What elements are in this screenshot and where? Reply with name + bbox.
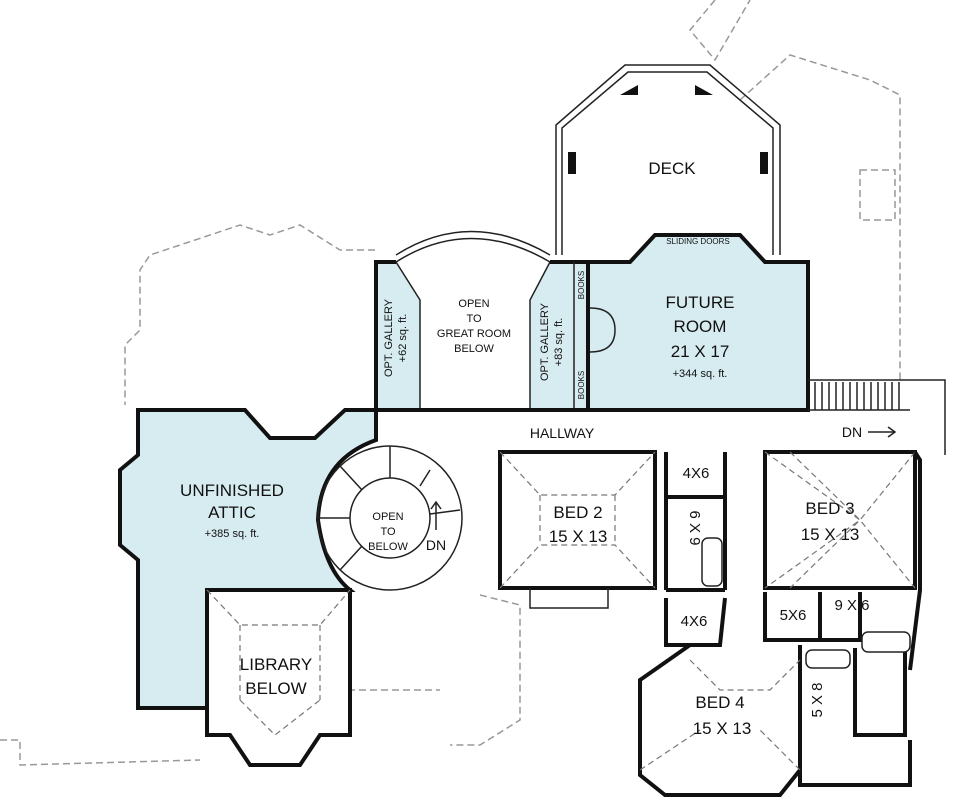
library-label-2: BELOW	[245, 679, 306, 698]
attic-label-2: ATTIC	[208, 503, 256, 522]
bed-2-size: 15 X 13	[549, 527, 608, 546]
galleries: BOOKS BOOKS OPT. GALLERY +62 sq. ft. OPT…	[374, 230, 590, 411]
future-room-label-2: ROOM	[674, 317, 727, 336]
future-room-size: 21 X 17	[671, 342, 730, 361]
open-great-room-label-4: BELOW	[454, 343, 494, 355]
future-room-label: FUTURE	[666, 293, 735, 312]
center-baths: 4X6 6 X 9 4X6	[664, 452, 727, 647]
open-great-room-label-2: TO	[466, 313, 482, 325]
bed-4: BED 4 15 X 13	[638, 643, 802, 797]
closet-4x6-bottom-label: 4X6	[681, 613, 708, 630]
deck-label: DECK	[648, 159, 696, 178]
bed-4-size: 15 X 13	[693, 719, 752, 738]
bed-2-label: BED 2	[553, 503, 602, 522]
bed-3-size: 15 X 13	[801, 525, 860, 544]
hallway-label: HALLWAY	[530, 425, 595, 441]
sliding-doors-label: SLIDING DOORS	[666, 237, 730, 246]
bed-2: BED 2 15 X 13	[498, 450, 657, 609]
bath-6x9-label: 6 X 9	[686, 510, 703, 545]
open-great-room-label: OPEN	[458, 298, 489, 310]
bed-4-label: BED 4	[695, 693, 744, 712]
right-baths: 5X6 9 X 6 5 X 8	[763, 592, 911, 737]
hallway: HALLWAY DN	[530, 379, 946, 455]
library-label: LIBRARY	[240, 655, 312, 674]
open-great-room-label-3: GREAT ROOM	[437, 328, 511, 340]
future-room: SLIDING DOORS FUTURE ROOM 21 X 17 +344 s…	[586, 233, 810, 412]
stair-open-label-2: TO	[380, 526, 396, 538]
exterior-walls	[376, 408, 922, 787]
stair-open-label: OPEN	[372, 511, 403, 523]
closet-4x6-top-label: 4X6	[683, 465, 710, 482]
deck: DECK	[555, 64, 781, 255]
gallery-right-label: OPT. GALLERY	[539, 302, 551, 381]
books-bottom-label: BOOKS	[577, 371, 586, 399]
library-below: LIBRARY BELOW	[205, 588, 352, 767]
attic-area: +385 sq. ft.	[205, 528, 260, 540]
future-room-area: +344 sq. ft.	[673, 368, 728, 380]
spiral-stair: OPEN TO BELOW DN	[317, 445, 463, 591]
bath-5x8-label: 5 X 8	[809, 682, 826, 717]
gallery-right-area: +83 sq. ft.	[553, 318, 565, 367]
attic-label: UNFINISHED	[180, 481, 284, 500]
stair-open-label-3: BELOW	[368, 541, 408, 553]
dn-hall-label: DN	[842, 424, 862, 440]
dn-stair-label: DN	[426, 537, 446, 553]
exterior-stairs	[814, 382, 900, 410]
gallery-left-label: OPT. GALLERY	[383, 298, 395, 377]
bed-3-label: BED 3	[805, 499, 854, 518]
gallery-left-area: +62 sq. ft.	[397, 314, 409, 363]
books-top-label: BOOKS	[577, 271, 586, 299]
closet-5x6-label: 5X6	[780, 607, 807, 624]
bath-9x6-label: 9 X 6	[834, 597, 869, 614]
bed-3: BED 3 15 X 13	[763, 450, 917, 590]
